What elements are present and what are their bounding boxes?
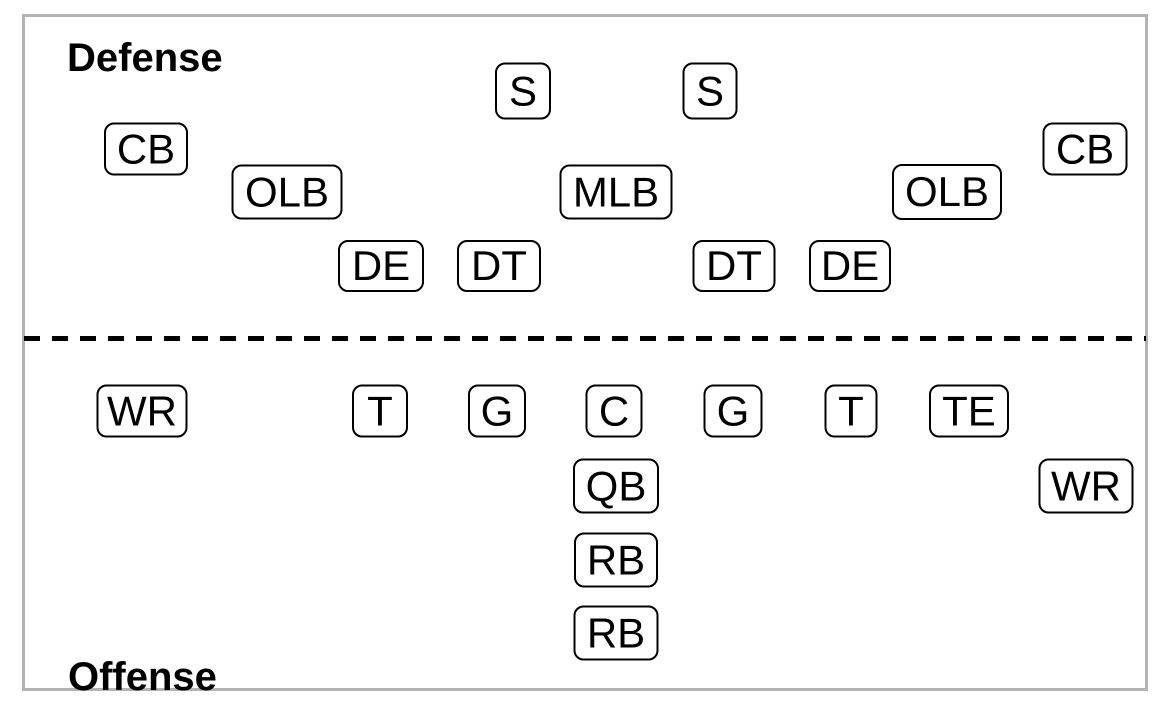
player-box-defense-dt: DT [457, 240, 541, 292]
player-box-offense-qb: QB [573, 458, 659, 514]
player-box-defense-s: S [682, 62, 738, 120]
player-box-offense-t: T [824, 384, 878, 438]
player-box-offense-g: G [468, 384, 526, 438]
player-box-defense-mlb: MLB [559, 164, 673, 220]
field-frame: Defense Offense [22, 14, 1148, 697]
player-box-offense-rb: RB [573, 605, 659, 661]
player-box-offense-wr: WR [1038, 458, 1134, 514]
line-of-scrimmage [24, 335, 1146, 341]
player-box-offense-rb: RB [574, 532, 658, 588]
player-box-defense-cb: CB [1042, 122, 1128, 176]
player-box-offense-te: TE [929, 384, 1009, 438]
player-box-offense-g: G [703, 384, 763, 438]
player-box-defense-olb: OLB [892, 164, 1002, 220]
offense-label: Offense [68, 655, 217, 699]
player-box-offense-t: T [352, 384, 408, 438]
player-box-offense-c: C [585, 384, 643, 438]
defense-label: Defense [67, 36, 223, 80]
player-box-defense-olb: OLB [231, 164, 343, 220]
player-box-defense-cb: CB [104, 122, 188, 176]
player-box-defense-de: DE [809, 240, 891, 292]
player-box-defense-de: DE [338, 240, 424, 292]
player-box-defense-s: S [495, 62, 551, 120]
player-box-offense-wr: WR [96, 384, 188, 438]
player-box-defense-dt: DT [692, 240, 776, 292]
